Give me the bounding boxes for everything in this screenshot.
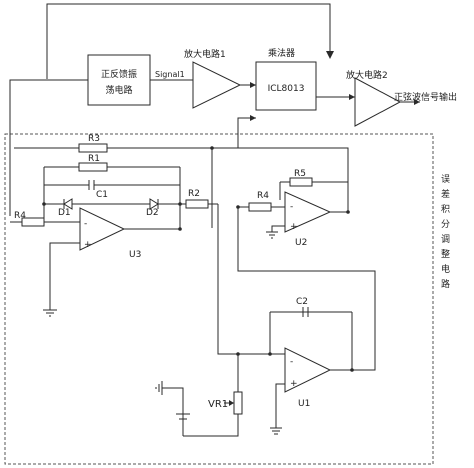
u1-label: U1: [298, 399, 310, 409]
vr1-wiper-arrow: [229, 400, 234, 406]
r4-left-resistor: [21, 217, 45, 227]
u2-minus-pin: -: [290, 202, 293, 212]
r3-resistor: [78, 143, 108, 153]
d1-diode: [63, 198, 73, 210]
wire-error-to-multiplier: [237, 117, 256, 148]
section-label-char: 差: [441, 188, 450, 200]
amp1-triangle: [192, 61, 242, 109]
arrow-error-into-multiplier: [250, 115, 256, 121]
section-label-char: 电: [441, 263, 450, 275]
amp1-label: 放大电路1: [184, 48, 226, 60]
multiplier-chip-label: ICL8013: [268, 84, 305, 94]
wire-u2-plus-ground: [271, 225, 285, 232]
u3-label: U3: [129, 250, 141, 260]
section-label-char: 调: [441, 234, 450, 245]
feedback-wire-top: [46, 3, 331, 79]
u3-opamp: [79, 207, 126, 251]
wire-vr1-bottom: [183, 414, 239, 437]
oscillator-block: [87, 54, 151, 106]
wire-left-bus: [9, 79, 88, 216]
r4-right-resistor: [248, 202, 272, 212]
c1-label: C1: [96, 190, 108, 200]
signal1-label: Signal1: [155, 70, 185, 79]
r3-label: R3: [88, 134, 100, 144]
junction-u1-input: [236, 352, 240, 356]
junction-r1-right: [178, 202, 182, 206]
section-label-char: 积: [441, 203, 450, 215]
junction-u1-out: [350, 368, 354, 372]
junction-r4-right: [236, 205, 240, 209]
amp2-triangle: [354, 77, 402, 127]
r1-label: R1: [88, 154, 100, 164]
junction-c2-left: [268, 352, 272, 356]
r1-resistor: [78, 162, 108, 172]
wire-supply-left: [162, 387, 184, 436]
arrow-output: [414, 99, 420, 105]
section-label-char: 路: [441, 278, 450, 290]
wire-u1-plus-ground: [275, 383, 285, 428]
r4-left-label: R4: [14, 211, 26, 221]
d1-label: D1: [58, 208, 71, 218]
c2-label: C2: [296, 297, 308, 307]
r4-right-label: R4: [257, 191, 269, 201]
u3-minus-pin: -: [84, 219, 87, 229]
wire-r2-to-u1: [217, 204, 285, 355]
junction-u3-out: [178, 227, 182, 231]
arrow-feedback-to-multiplier: [326, 51, 334, 59]
u1-minus-pin: -: [290, 357, 293, 367]
oscillator-label-line2: 荡电路: [105, 84, 132, 96]
multiplier-title: 乘法器: [268, 47, 295, 59]
r5-resistor: [289, 177, 313, 187]
u2-label: U2: [295, 238, 307, 248]
vr1-label: VR1: [208, 399, 228, 410]
u3-plus-pin: +: [84, 240, 92, 250]
section-label-char: 分: [441, 219, 450, 230]
u1-plus-pin: +: [290, 379, 298, 389]
arrow-into-amp2: [349, 94, 355, 100]
wire-u2-input-to-u1-out: [237, 207, 376, 371]
r5-label: R5: [294, 169, 306, 179]
junction-r1-left: [42, 202, 46, 206]
d2-label: D2: [146, 208, 159, 218]
junction-u2-out: [346, 210, 350, 214]
multiplier-block: [255, 61, 317, 111]
section-label: 误 差 积 分 调 整 电 路: [441, 174, 450, 290]
u1-opamp: [284, 347, 332, 393]
wire-r3-to-u2-out: [212, 147, 349, 212]
vr1-potentiometer: [233, 391, 243, 415]
wire-u3-plus-ground: [49, 242, 80, 310]
arrow-into-multiplier: [250, 82, 256, 88]
output-label: 正弦波信号输出: [394, 91, 457, 103]
section-label-char: 整: [441, 248, 450, 260]
error-integral-region: [4, 133, 434, 465]
u2-plus-pin: +: [290, 222, 298, 232]
junction-r3-down: [210, 146, 214, 150]
oscillator-label-line1: 正反馈振: [101, 68, 137, 80]
d2-diode: [149, 198, 159, 210]
r2-label: R2: [188, 189, 200, 199]
amp2-label: 放大电路2: [346, 69, 388, 81]
r2-resistor: [185, 199, 209, 209]
u2-opamp: [284, 191, 332, 233]
section-label-char: 误: [441, 174, 450, 185]
